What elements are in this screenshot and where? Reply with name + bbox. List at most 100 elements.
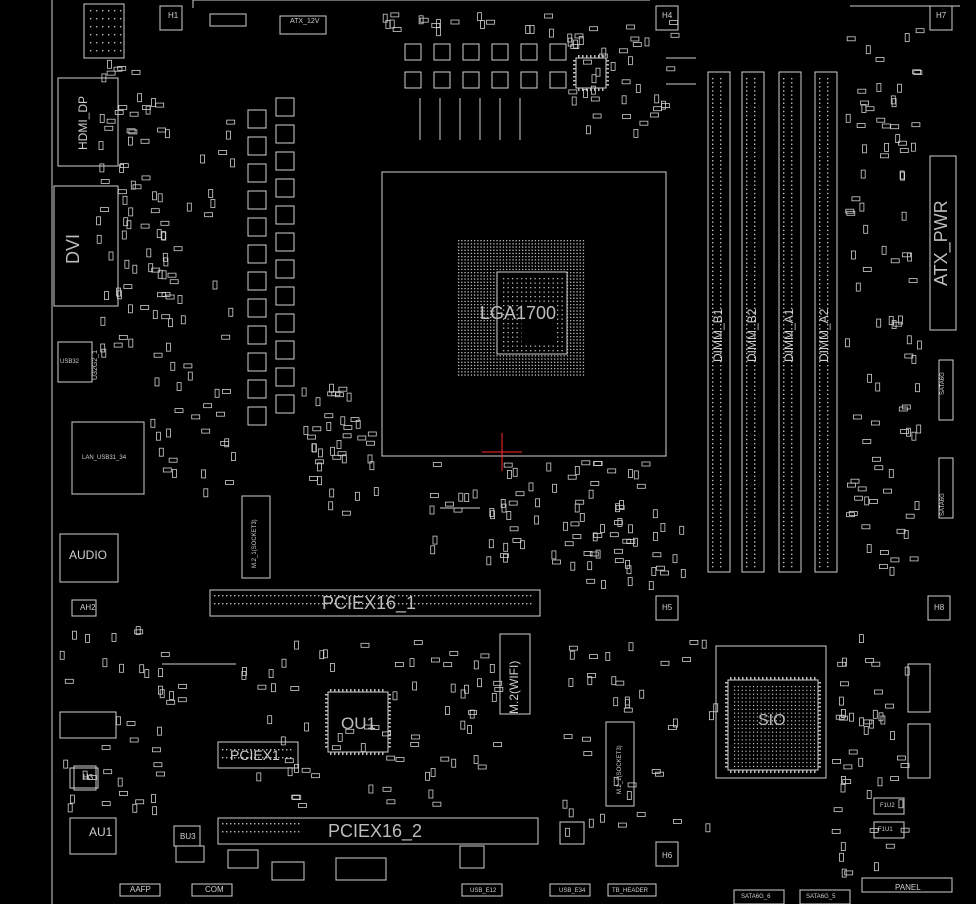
vrm-mosfet-3	[247, 163, 267, 183]
usb32-label: USB32	[60, 359, 80, 365]
vrm-top-choke-a6	[549, 43, 567, 61]
vrm-mosfet-7	[247, 271, 267, 291]
dimm-b1-label: DIMM_B1	[711, 308, 725, 362]
aafp-header-label: AAFP	[130, 885, 151, 894]
vrm-top-choke-b5	[520, 71, 538, 89]
m2-wifi-socket	[499, 633, 531, 715]
vrm-mosfet-11	[247, 379, 267, 399]
sata6g-5-connector	[799, 889, 851, 904]
bottom-connector-b	[271, 861, 305, 881]
smd-cluster-lower-right	[831, 634, 910, 878]
dvi-connector	[53, 185, 119, 307]
io-header-top	[83, 3, 125, 59]
ah2-jack	[71, 599, 97, 617]
ou1-chip-label: OU1	[341, 714, 376, 733]
smd-cluster-audio	[59, 626, 188, 816]
vrm-choke-11	[275, 367, 295, 387]
cpu-socket-label: LGA1700	[480, 303, 557, 323]
mount-hole-h4-label: H4	[662, 11, 673, 20]
m2-1-socket-label: M.2_1(SOCKET3)	[252, 519, 258, 568]
bottom-connector-d	[459, 845, 485, 869]
m2-2-socket-label: M.2_2(SOCKET3)	[617, 745, 623, 794]
vrm-choke-1	[275, 97, 295, 117]
mount-hole-h8-label: H8	[934, 603, 945, 612]
lan-usb-stack	[71, 421, 145, 495]
vrm-mosfet-2	[247, 136, 267, 156]
vrm-mosfet-6	[247, 244, 267, 264]
vrm-choke-4	[275, 178, 295, 198]
pcie-x16-1-slot	[209, 589, 541, 617]
vrm-top-choke-a2	[433, 43, 451, 61]
vrm-choke-10	[275, 340, 295, 360]
audio-connector	[59, 533, 119, 583]
vrm-mosfet-1	[247, 109, 267, 129]
vrm-top-choke-b6	[549, 71, 567, 89]
vrm-choke-5	[275, 205, 295, 225]
cpu-socket-center-void	[521, 304, 557, 346]
dimm-slot-4	[814, 71, 838, 573]
mount-hole-h5-label: H5	[662, 603, 673, 612]
aafp-header	[119, 883, 161, 897]
mount-hole-5	[927, 595, 951, 621]
vrm-mosfet-8	[247, 298, 267, 318]
vrm-top-choke-a5	[520, 43, 538, 61]
m2-2-socket	[605, 721, 635, 807]
sata-stack-label-2: SATA6G	[940, 493, 946, 516]
pcie-x16-1-label: PCIEX16_1	[322, 593, 417, 613]
panel-header-label: PANEL	[895, 883, 921, 892]
dimm-pins-2	[746, 78, 756, 568]
mount-hole-1	[159, 5, 183, 31]
com-header	[191, 883, 233, 897]
mount-hole-h7-label: H7	[936, 11, 947, 20]
vrm-top-choke-b3	[462, 71, 480, 89]
bu3-pins-box	[175, 845, 205, 863]
smd-cluster-top-strip	[382, 12, 554, 38]
smd-cluster-vrm-left	[150, 119, 236, 498]
atx-power-connector	[929, 155, 957, 331]
smd-cluster-chipset	[241, 640, 504, 808]
cpu-inner-land-grid	[503, 278, 563, 352]
bottom-connector-a	[227, 849, 259, 869]
bu3-chip-label: BU3	[180, 832, 196, 841]
tb-header-label: TB_HEADER	[612, 888, 649, 894]
pcie1-pins	[214, 595, 532, 605]
atx-power-label: ATX_PWR	[931, 200, 951, 286]
cap-bank-left	[59, 711, 117, 739]
dimm-a1-label: DIMM_A1	[782, 308, 796, 362]
hdmi-dp-port-label: HDMI_DP	[76, 95, 90, 150]
bottom-connector-e	[559, 821, 585, 845]
atx12v-connector	[279, 15, 327, 35]
au1-chip-label: AU1	[89, 825, 113, 839]
dimm-slot-3	[778, 71, 802, 573]
vrm-controller	[575, 57, 607, 89]
sata-stack-1	[938, 359, 954, 421]
m2-1-socket	[241, 495, 271, 579]
mount-hole-7	[73, 765, 97, 791]
top-header-small	[209, 13, 247, 27]
dvi-port-label: DVI	[63, 233, 83, 264]
m2-wifi-label: M.2(WIFI)	[507, 660, 521, 714]
usb-e12-header-label: USB_E12	[470, 888, 497, 894]
audio-jack-label: AUDIO	[69, 548, 108, 562]
vrm-choke-7	[275, 259, 295, 279]
pcie-x1-label: PCIEX1	[230, 747, 280, 763]
pciex1-pins	[222, 749, 292, 759]
pcie-x16-2-label: PCIEX16_2	[328, 821, 423, 841]
pcie2-pins	[222, 823, 300, 833]
vrm-mosfet-10	[247, 352, 267, 372]
hdmi-dp-connector	[57, 77, 119, 167]
fuse-f1u1-label: F1U1	[878, 827, 893, 833]
pch-ball-grid	[734, 686, 815, 767]
pcie-x1-slot	[217, 741, 299, 769]
com-header-label: COM	[205, 885, 224, 894]
dimm-pins-1	[712, 78, 722, 568]
panel-header	[861, 877, 953, 893]
usb32-connector	[57, 341, 93, 383]
mount-hole-6	[655, 841, 679, 867]
sio-chip-label: SIO	[758, 712, 786, 729]
cpu-socket-outline	[381, 171, 667, 457]
vrm-top-choke-a4	[491, 43, 509, 61]
fuse-f1u2-label: F1U2	[880, 803, 895, 809]
